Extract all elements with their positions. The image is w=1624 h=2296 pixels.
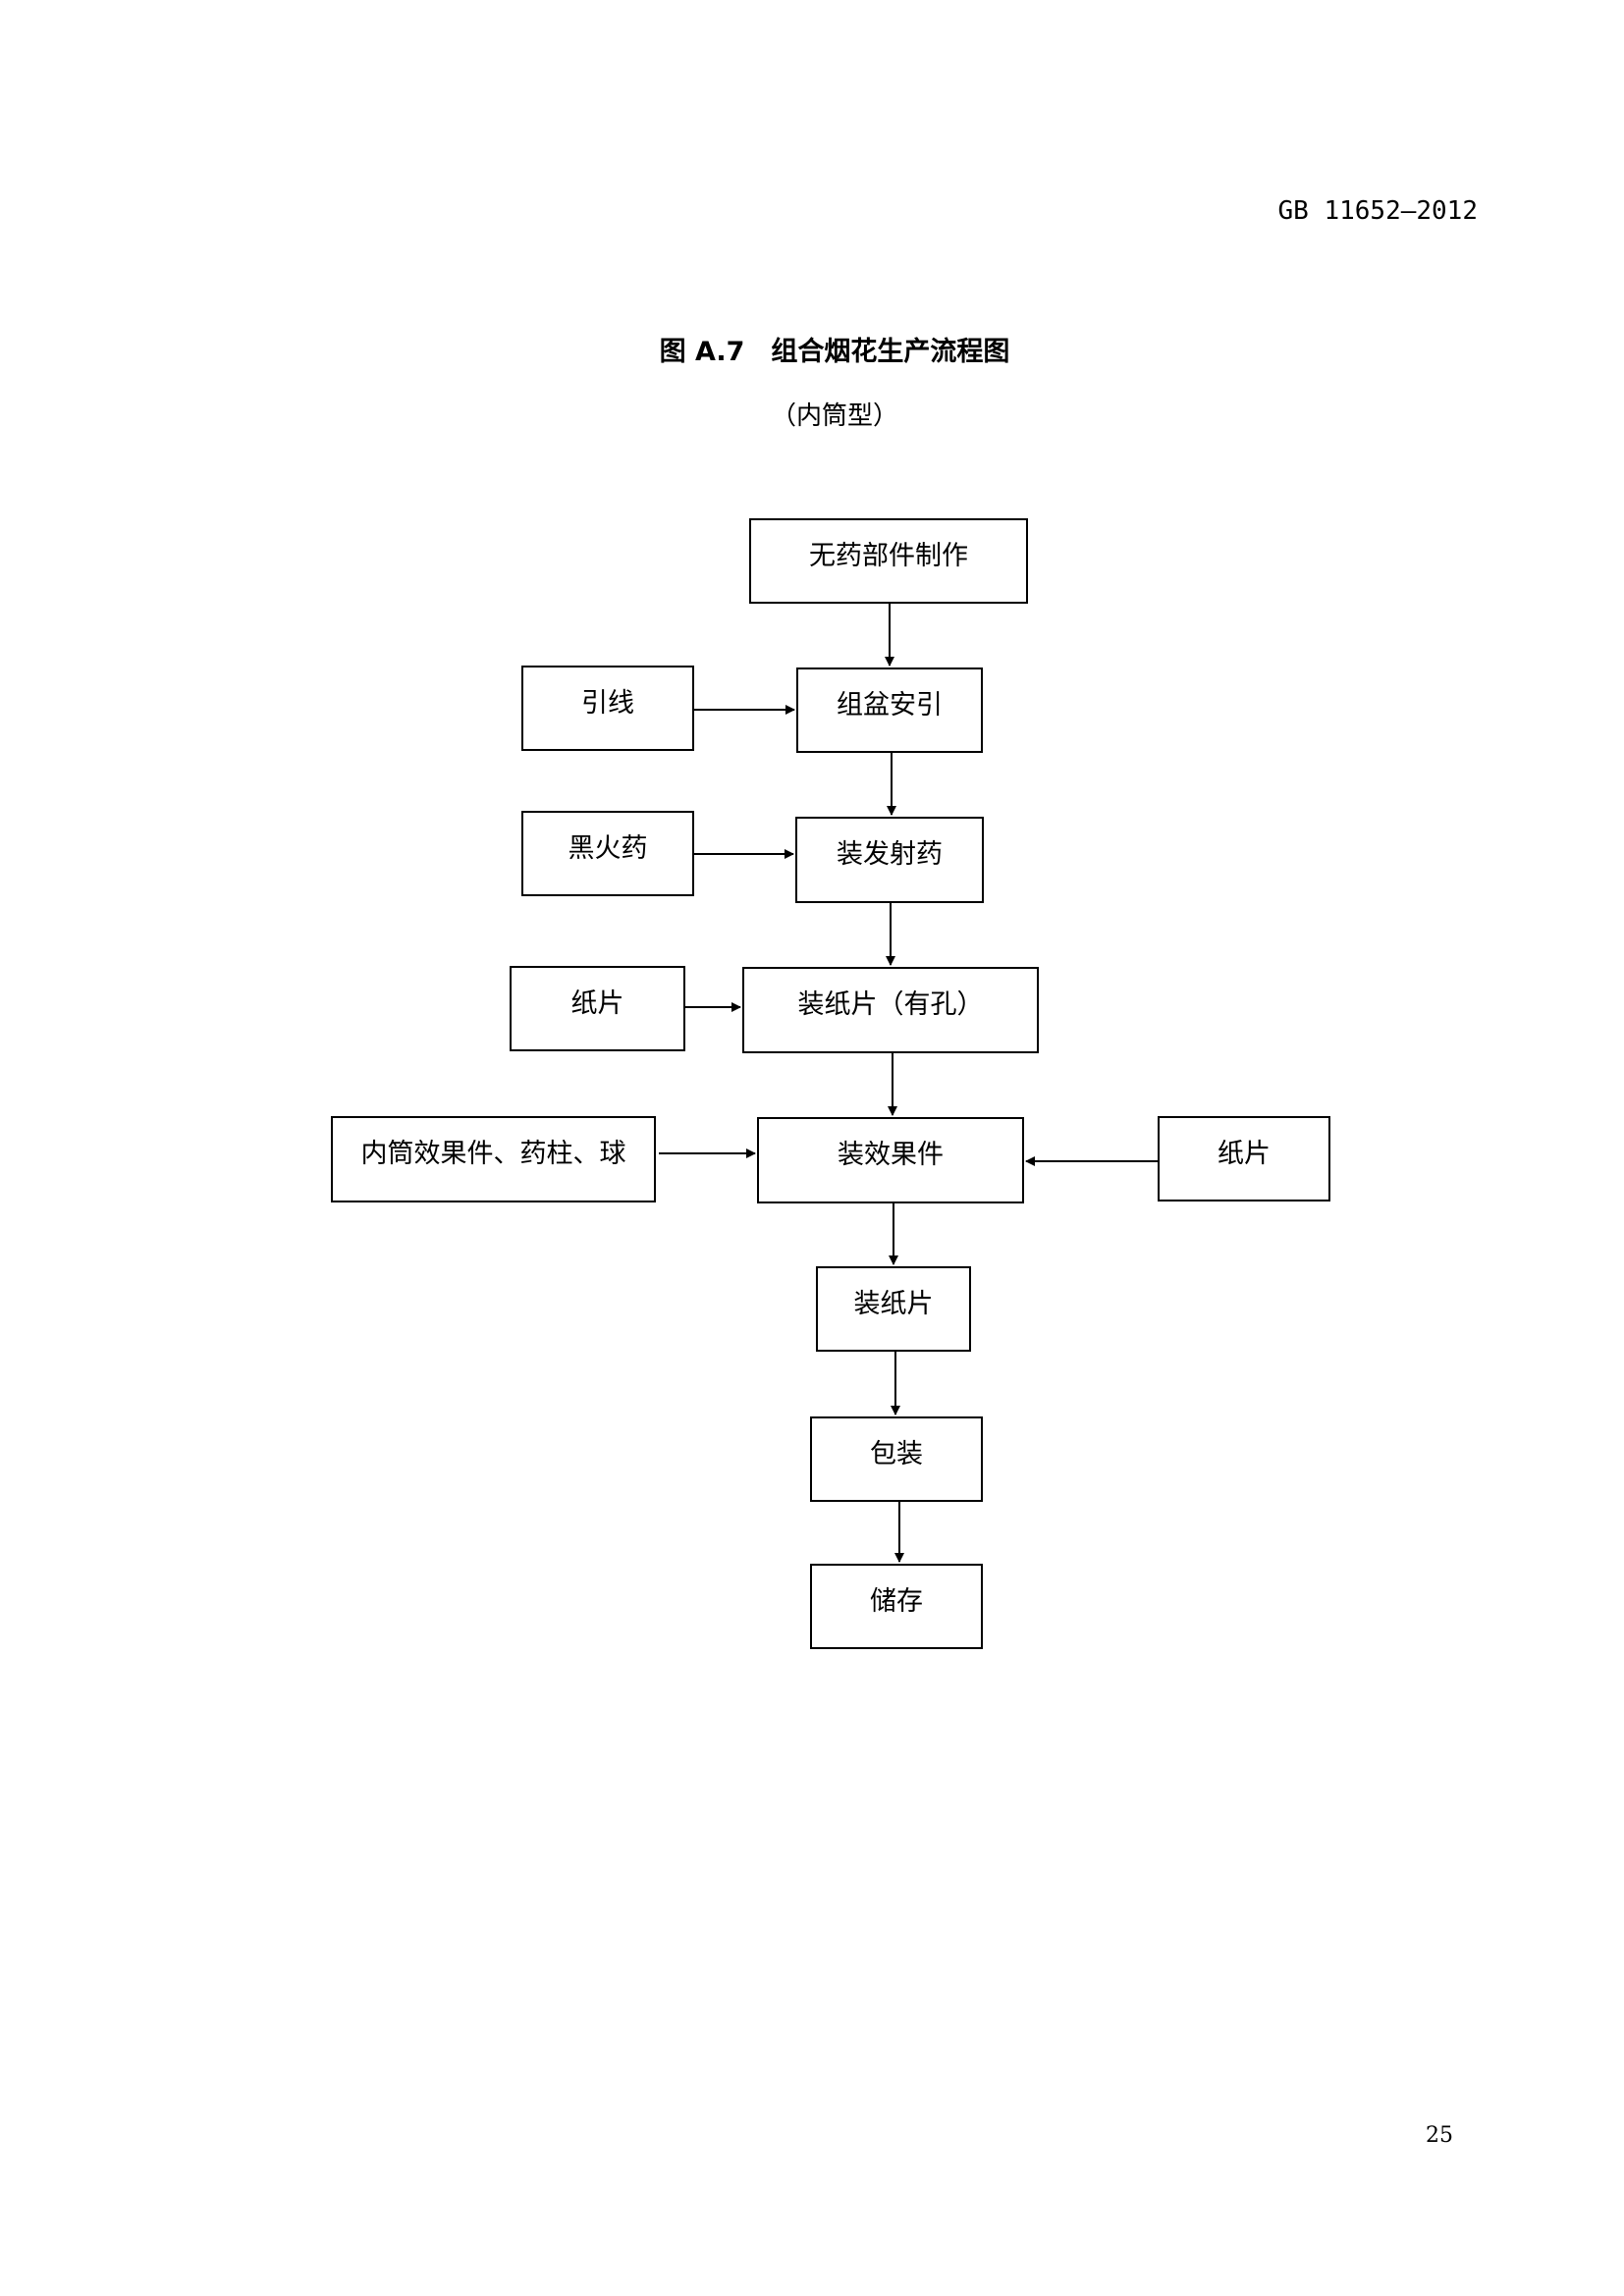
input-box: 内筒效果件、药柱、球	[331, 1116, 656, 1202]
step-box: 装发射药	[795, 817, 984, 903]
step-box: 储存	[810, 1564, 983, 1649]
step-box: 无药部件制作	[749, 518, 1028, 604]
standard-code: GB 11652—2012	[1277, 196, 1479, 226]
step-box: 装效果件	[757, 1117, 1024, 1203]
figure-title: 图 A.7 组合烟花生产流程图	[659, 337, 1010, 367]
input-box: 纸片	[1158, 1116, 1330, 1201]
step-box: 组盆安引	[796, 667, 983, 753]
input-box: 黑火药	[521, 811, 694, 896]
figure-subtitle: （内筒型）	[770, 401, 898, 431]
input-box: 纸片	[510, 966, 685, 1051]
page-number: 25	[1426, 2123, 1453, 2148]
input-box: 引线	[521, 666, 694, 751]
step-box: 包装	[810, 1416, 983, 1502]
step-box: 装纸片（有孔）	[742, 967, 1039, 1053]
step-box: 装纸片	[816, 1266, 971, 1352]
